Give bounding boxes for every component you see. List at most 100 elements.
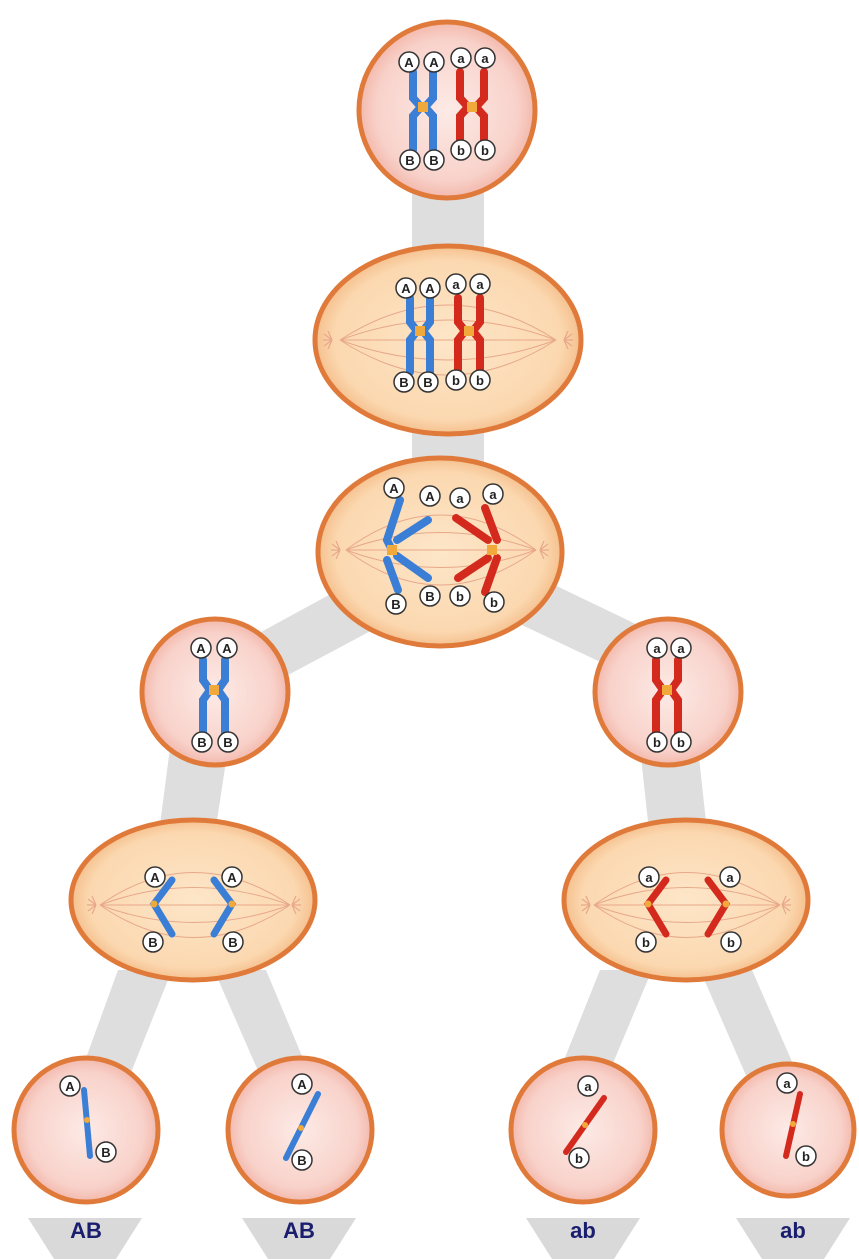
outcome-label: AB: [283, 1218, 315, 1243]
svg-text:A: A: [429, 55, 439, 70]
svg-text:B: B: [101, 1145, 110, 1160]
allele-label: b: [470, 370, 490, 390]
allele-label: B: [192, 732, 212, 752]
outcome-arrow-2: AB: [242, 1218, 356, 1259]
svg-text:a: a: [456, 491, 464, 506]
svg-text:A: A: [389, 481, 399, 496]
svg-text:a: a: [677, 641, 685, 656]
outcome-arrow-1: AB: [28, 1218, 142, 1259]
svg-text:a: a: [457, 51, 465, 66]
centromere: [790, 1121, 796, 1127]
cell-membrane: [359, 22, 535, 198]
allele-label: b: [451, 140, 471, 160]
svg-text:b: b: [642, 935, 650, 950]
svg-text:a: a: [783, 1076, 791, 1091]
allele-label: b: [636, 932, 656, 952]
centromere: [298, 1125, 304, 1131]
allele-label: A: [399, 52, 419, 72]
svg-text:a: a: [489, 487, 497, 502]
svg-text:A: A: [196, 641, 206, 656]
allele-label: B: [386, 594, 406, 614]
allele-label: A: [292, 1074, 312, 1094]
centromere: [209, 685, 219, 695]
allele-label: a: [777, 1073, 797, 1093]
allele-label: a: [647, 638, 667, 658]
allele-label: B: [394, 372, 414, 392]
gamete-3: a b: [511, 1058, 655, 1202]
allele-label: B: [424, 150, 444, 170]
svg-text:B: B: [399, 375, 408, 390]
centromere: [387, 545, 397, 555]
allele-label: a: [720, 867, 740, 887]
svg-text:B: B: [197, 735, 206, 750]
allele-label: b: [450, 586, 470, 606]
allele-label: a: [446, 274, 466, 294]
allele-label: b: [796, 1146, 816, 1166]
svg-text:B: B: [223, 735, 232, 750]
svg-text:b: b: [802, 1149, 810, 1164]
allele-label: b: [671, 732, 691, 752]
svg-text:a: a: [726, 870, 734, 885]
allele-label: B: [96, 1142, 116, 1162]
svg-text:b: b: [490, 595, 498, 610]
allele-label: b: [569, 1148, 589, 1168]
centromere: [467, 102, 477, 112]
outcome-arrow-3: ab: [526, 1218, 640, 1259]
cell-stage-1: A A a a B B b b: [359, 22, 535, 198]
outcome-label: AB: [70, 1218, 102, 1243]
allele-label: b: [484, 592, 504, 612]
svg-text:B: B: [391, 597, 400, 612]
allele-label: A: [420, 278, 440, 298]
cell-stage-4-left: A A B B: [142, 619, 288, 765]
gamete-4: a b: [722, 1064, 854, 1196]
centromere: [418, 102, 428, 112]
allele-label: A: [396, 278, 416, 298]
allele-label: A: [424, 52, 444, 72]
svg-text:a: a: [476, 277, 484, 292]
svg-text:a: a: [481, 51, 489, 66]
allele-label: A: [420, 486, 440, 506]
allele-label: a: [639, 867, 659, 887]
svg-text:a: a: [452, 277, 460, 292]
centromere: [582, 1122, 588, 1128]
cell-stage-5-left: A A B B: [71, 820, 315, 980]
svg-text:A: A: [297, 1077, 307, 1092]
svg-text:A: A: [227, 870, 237, 885]
gamete-1: A B: [14, 1058, 158, 1202]
allele-label: B: [418, 372, 438, 392]
outcome-arrow-4: ab: [736, 1218, 850, 1259]
outcome-label: ab: [570, 1218, 596, 1243]
centromere: [662, 685, 672, 695]
allele-label: B: [143, 932, 163, 952]
cell-stage-3: A A a a B B b b: [318, 458, 562, 646]
svg-text:b: b: [456, 589, 464, 604]
allele-label: b: [647, 732, 667, 752]
allele-label: a: [475, 48, 495, 68]
allele-label: b: [446, 370, 466, 390]
allele-label: A: [145, 867, 165, 887]
allele-label: b: [721, 932, 741, 952]
allele-label: B: [223, 932, 243, 952]
svg-text:a: a: [584, 1079, 592, 1094]
allele-label: B: [420, 586, 440, 606]
svg-text:A: A: [222, 641, 232, 656]
svg-text:A: A: [425, 281, 435, 296]
svg-text:B: B: [297, 1153, 306, 1168]
svg-text:a: a: [653, 641, 661, 656]
centromere: [645, 901, 652, 908]
allele-label: A: [217, 638, 237, 658]
svg-text:B: B: [405, 153, 414, 168]
svg-text:b: b: [481, 143, 489, 158]
outcome-arrows: AB AB ab ab: [28, 1218, 850, 1259]
allele-label: A: [222, 867, 242, 887]
allele-label: a: [470, 274, 490, 294]
outcome-label: ab: [780, 1218, 806, 1243]
cell-stage-4-right: a a b b: [595, 619, 741, 765]
svg-text:b: b: [727, 935, 735, 950]
svg-text:A: A: [401, 281, 411, 296]
centromere: [415, 326, 425, 336]
allele-label: a: [450, 488, 470, 508]
svg-text:A: A: [150, 870, 160, 885]
cell-membrane: [318, 458, 562, 646]
